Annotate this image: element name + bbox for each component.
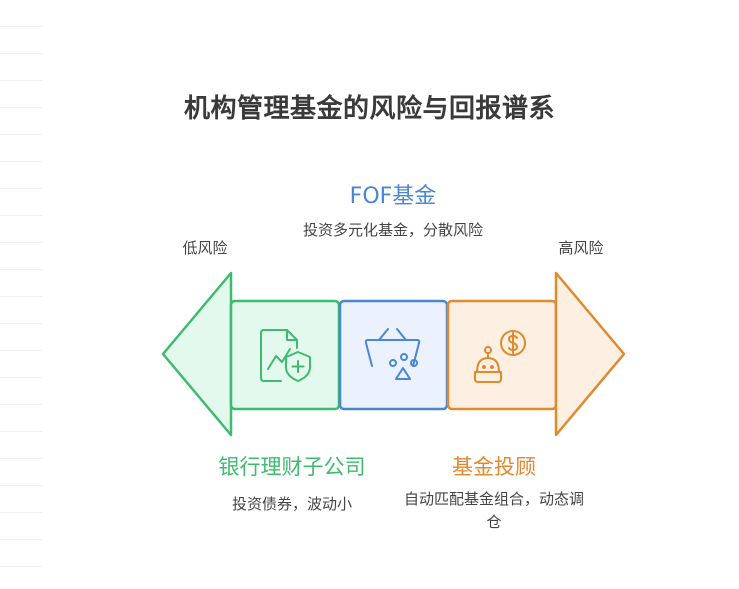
fof-fund-title: FOF基金 [349,184,437,209]
low-risk-label: 低风险 [182,239,228,257]
background-lines [0,0,42,589]
fund-advisor-description: 自动匹配基金组合，动态调仓 [404,490,585,531]
page-title: 机构管理基金的风险与回报谱系 [183,94,555,124]
high-risk-label: 高风险 [558,239,604,257]
left-arrow-head [161,271,233,437]
robot-dollar-icon [474,330,526,383]
document-shield-icon [260,329,311,382]
right-arrow-head [554,271,626,437]
bank-wealth-description: 投资债券，波动小 [231,495,352,513]
fof-segment [338,299,449,411]
advisor-segment [446,299,558,411]
fund-advisor-title: 基金投顾 [452,455,536,479]
basket-icon [364,328,421,380]
fof-fund-description: 投资多元化基金，分散风险 [303,221,484,239]
bank-wealth-title: 银行理财子公司 [218,455,366,479]
bank-segment [229,299,341,411]
